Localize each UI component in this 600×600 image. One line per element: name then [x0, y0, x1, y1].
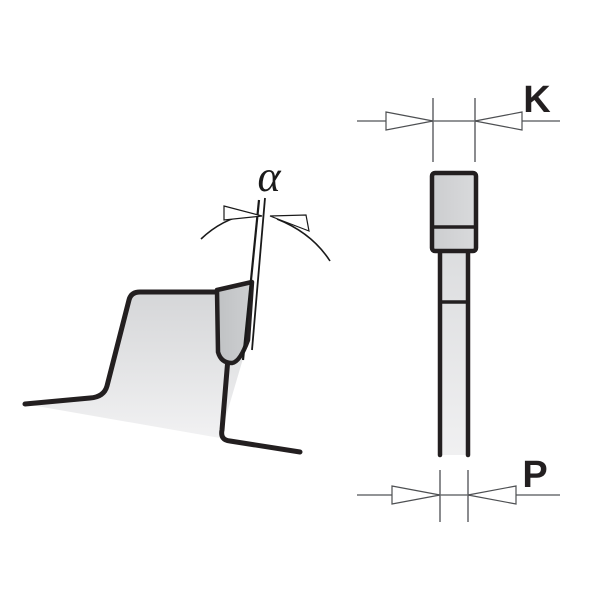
tooth-right-flank-outline	[219, 355, 303, 455]
angle-arrowhead-right	[269, 214, 310, 232]
plate-arrowhead-left	[391, 485, 441, 505]
angle-arrowhead-left	[223, 205, 263, 221]
tooth-left-gullet-outline	[22, 289, 250, 407]
kerf-arrowhead-right	[474, 111, 523, 131]
blade-cross-section-view: K P	[357, 79, 560, 522]
plate-arrowhead-right	[467, 485, 517, 505]
tooth-profile-side-view: α	[22, 152, 331, 455]
saw-plate-body	[22, 289, 303, 455]
plate-dimension: P	[357, 454, 560, 522]
kerf-label: K	[523, 79, 551, 121]
alpha-angle-label: α	[257, 152, 281, 201]
plate-label: P	[522, 454, 547, 496]
hook-angle-indicator: α	[200, 152, 331, 361]
carbide-tip-front	[429, 170, 479, 254]
tooth-face-line	[241, 199, 261, 361]
kerf-arrowhead-left	[385, 111, 434, 131]
kerf-dimension: K	[357, 79, 560, 162]
carbide-tip	[214, 279, 255, 366]
radial-reference-line	[251, 197, 266, 351]
tooth-body-fill	[25, 292, 300, 452]
blade-plate-fill	[440, 250, 468, 455]
blade-plate-front	[437, 247, 471, 458]
carbide-tip-block	[429, 170, 479, 254]
carbide-tip-shape	[214, 279, 255, 366]
